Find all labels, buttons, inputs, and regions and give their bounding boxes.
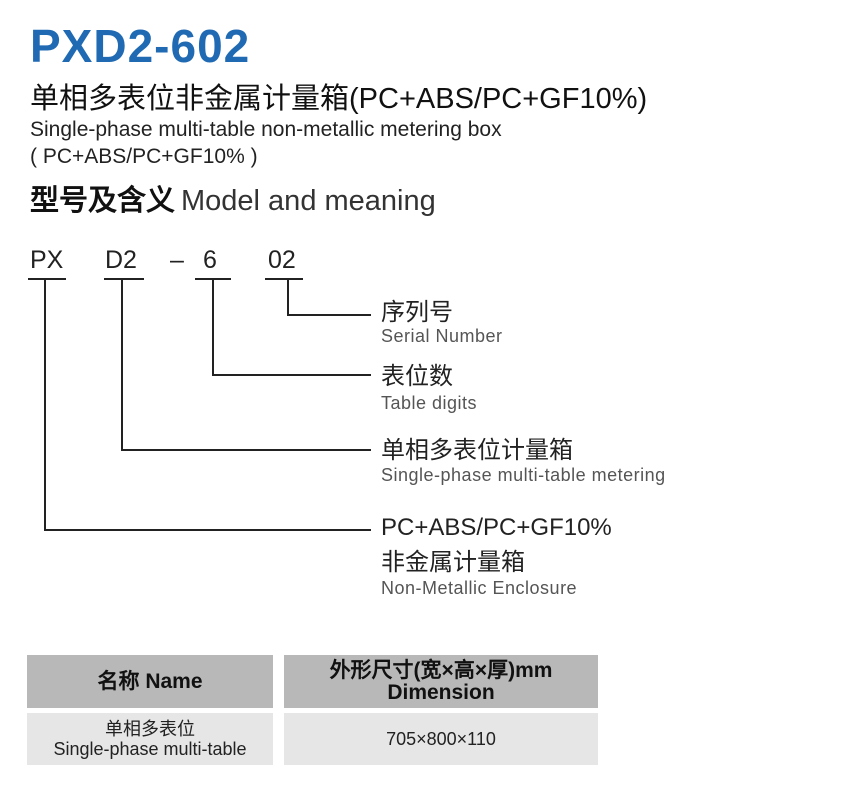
label-type-en: Single-phase multi-table metering (381, 465, 666, 485)
code-part-6: 6 (203, 246, 217, 274)
product-material-en: ( PC+ABS/PC+GF10% ) (30, 145, 258, 168)
product-title-cn: 单相多表位非金属计量箱(PC+ABS/PC+GF10%) (30, 83, 648, 115)
product-title-en: Single-phase multi-table non-metallic me… (30, 118, 502, 141)
table-header-dimension-en: Dimension (387, 680, 495, 704)
model-title: PXD2-602 (30, 20, 251, 72)
underline-px (28, 278, 66, 280)
table-header-dimension-cn: 外形尺寸(宽×高×厚)mm (329, 658, 553, 682)
label-type-cn: 单相多表位计量箱 (381, 437, 573, 464)
label-digits-en: Table digits (381, 393, 478, 413)
code-dash: – (170, 246, 184, 274)
underline-d2 (104, 278, 144, 280)
connector-digits-vertical (212, 279, 214, 375)
connector-type-vertical (121, 279, 123, 450)
label-enclosure-cn: 非金属计量箱 (381, 549, 525, 576)
connector-serial-horizontal (287, 314, 371, 316)
underline-02 (265, 278, 303, 280)
connector-serial-vertical (287, 279, 289, 315)
underline-6 (195, 278, 231, 280)
code-part-02: 02 (268, 246, 296, 274)
table-cell-name-en: Single-phase multi-table (53, 739, 247, 759)
label-serial-en: Serial Number (381, 326, 503, 346)
label-digits-cn: 表位数 (381, 363, 453, 390)
table-cell-dimension-value: 705×800×110 (386, 729, 496, 749)
connector-material-horizontal (44, 529, 371, 531)
connector-digits-horizontal (212, 374, 371, 376)
table-header-dimension: 外形尺寸(宽×高×厚)mm Dimension (284, 655, 598, 708)
table-header-name: 名称 Name (27, 655, 273, 708)
table-cell-dimension: 705×800×110 (284, 713, 598, 765)
table-cell-name-cn: 单相多表位 (105, 719, 195, 739)
table-header-name-label: 名称 Name (97, 669, 203, 693)
code-part-d2: D2 (105, 246, 137, 274)
section-heading-en: Model and meaning (181, 185, 436, 217)
connector-material-vertical (44, 279, 46, 530)
label-enclosure-en: Non-Metallic Enclosure (381, 578, 578, 598)
label-serial-cn: 序列号 (381, 299, 453, 326)
table-cell-name: 单相多表位 Single-phase multi-table (27, 713, 273, 765)
code-part-px: PX (30, 246, 64, 274)
section-heading-cn: 型号及含义 (30, 185, 176, 217)
label-material: PC+ABS/PC+GF10% (381, 514, 612, 541)
connector-type-horizontal (121, 449, 371, 451)
